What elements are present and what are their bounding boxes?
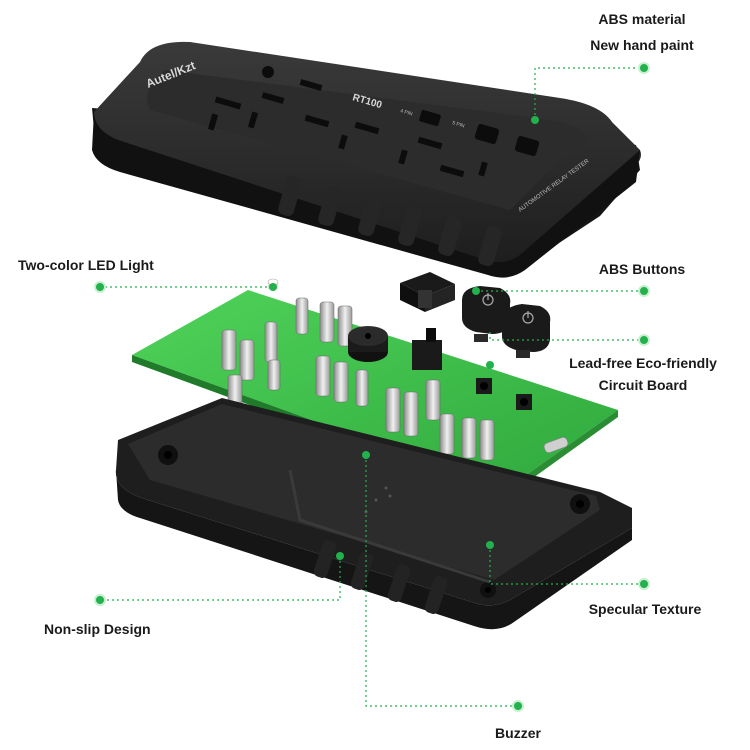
power-icon (522, 311, 534, 324)
callout-dot-icon (362, 451, 370, 459)
callout-dot-icon (486, 361, 494, 369)
label-abs-material: ABS material (598, 11, 686, 27)
callout-dot-icon (638, 334, 650, 346)
callout-dot-icon (512, 700, 524, 712)
callout-dot-icon (269, 283, 277, 291)
label-buzzer: Buzzer (495, 725, 541, 741)
pin-label-4: 4 PIN (399, 108, 413, 117)
label-led-light: Two-color LED Light (18, 257, 154, 273)
callout-dot-icon (94, 281, 106, 293)
label-new-hand-paint: New hand paint (590, 37, 694, 53)
callout-dot-icon (638, 62, 650, 74)
bottom-case (115, 398, 632, 630)
label-abs-buttons: ABS Buttons (598, 261, 686, 277)
callout-dot-icon (486, 541, 494, 549)
label-specular-texture: Specular Texture (588, 601, 702, 617)
callout-lines (100, 67, 644, 707)
callout-dot-icon (638, 285, 650, 297)
label-non-slip: Non-slip Design (44, 621, 151, 637)
buzzer-component (348, 326, 388, 362)
callout-dot-icon (638, 578, 650, 590)
callout-dots (94, 62, 650, 712)
top-cover: Autel/Kzt RT100 4 PIN 5 PIN AUTOMOTIVE R… (92, 41, 641, 278)
callout-dot-icon (472, 287, 480, 295)
label-circuit-board: Circuit Board (598, 377, 688, 393)
label-lead-free: Lead-free Eco-friendly (569, 355, 717, 371)
power-icon (482, 293, 494, 306)
callout-dot-icon (94, 594, 106, 606)
callout-dot-icon (336, 552, 344, 560)
callout-dot-icon (531, 116, 539, 124)
pin-label-5: 5 PIN (451, 120, 465, 129)
